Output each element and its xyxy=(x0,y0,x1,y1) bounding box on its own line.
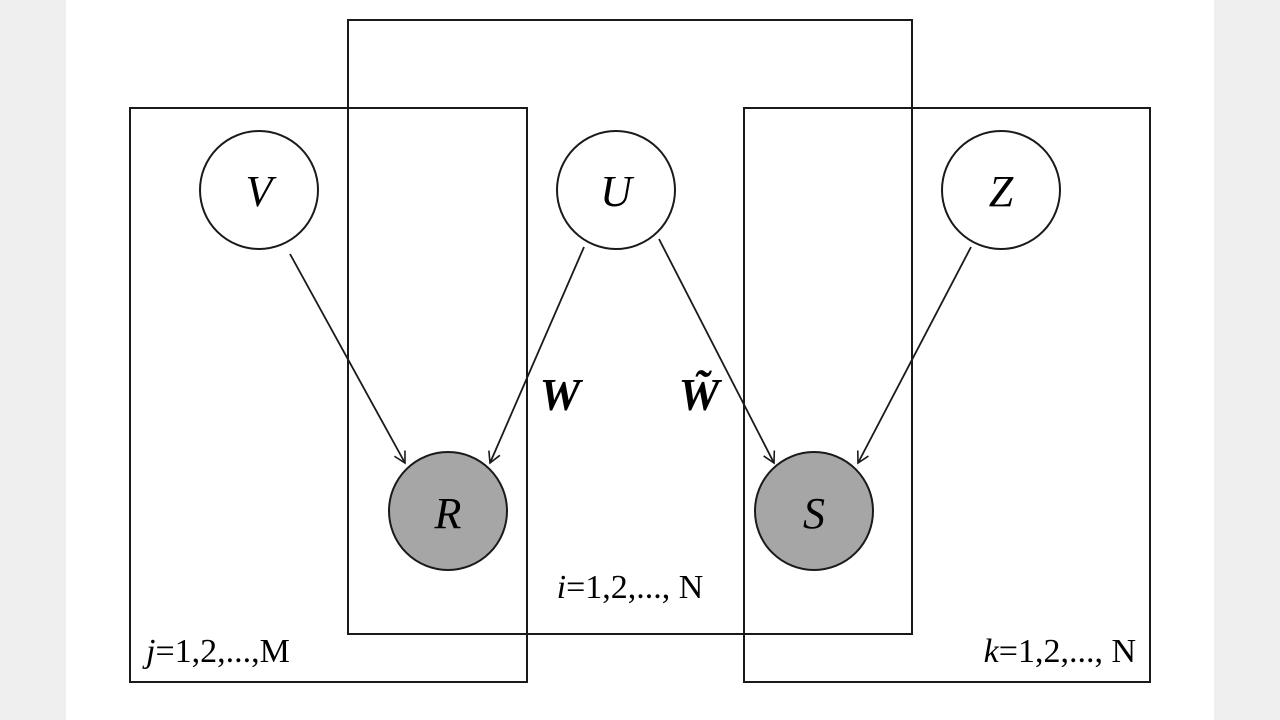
node-r-label: R xyxy=(434,489,462,538)
node-z: Z xyxy=(941,130,1061,250)
plate-k-index: k xyxy=(984,633,1000,670)
edge-v-to-r xyxy=(289,253,406,465)
plate-i xyxy=(347,19,913,635)
plate-i-range: =1,2,..., N xyxy=(566,569,703,606)
plate-k-range: =1,2,..., N xyxy=(999,633,1136,670)
node-z-circle xyxy=(941,130,1061,250)
edge-z-to-s xyxy=(856,246,972,465)
plate-j-index: j xyxy=(142,633,155,670)
plate-j-range: =1,2,...,M xyxy=(155,633,289,670)
plate-k xyxy=(743,107,1151,683)
node-s-label: S xyxy=(803,489,825,538)
plate-i-index: i xyxy=(557,569,566,606)
graphical-model-diagram: V U Z R S W W̃ j=1,2,...,M i=1,2,..., N … xyxy=(129,19,1151,683)
node-s-circle xyxy=(754,451,874,571)
node-u-circle xyxy=(556,130,676,250)
diagram-canvas: V U Z R S W W̃ j=1,2,...,M i=1,2,..., N … xyxy=(66,0,1214,720)
plate-k-label: k=1,2,..., N xyxy=(984,633,1136,670)
node-v-circle xyxy=(199,130,319,250)
node-u-label: U xyxy=(600,167,635,216)
node-r: R xyxy=(388,451,508,571)
node-z-label: Z xyxy=(989,167,1014,216)
plate-i-label: i=1,2,..., N xyxy=(557,569,704,606)
node-v-label: V xyxy=(246,167,278,216)
edge-u-to-r xyxy=(488,246,585,465)
edge-u-to-s xyxy=(658,238,776,465)
edge-label-w-tilde: W̃ xyxy=(679,369,723,420)
node-u: U xyxy=(556,130,676,250)
node-s: S xyxy=(754,451,874,571)
node-r-circle xyxy=(388,451,508,571)
edge-label-w: W xyxy=(540,369,584,420)
plate-j xyxy=(129,107,528,683)
plate-j-label: j=1,2,...,M xyxy=(142,633,290,670)
node-v: V xyxy=(199,130,319,250)
